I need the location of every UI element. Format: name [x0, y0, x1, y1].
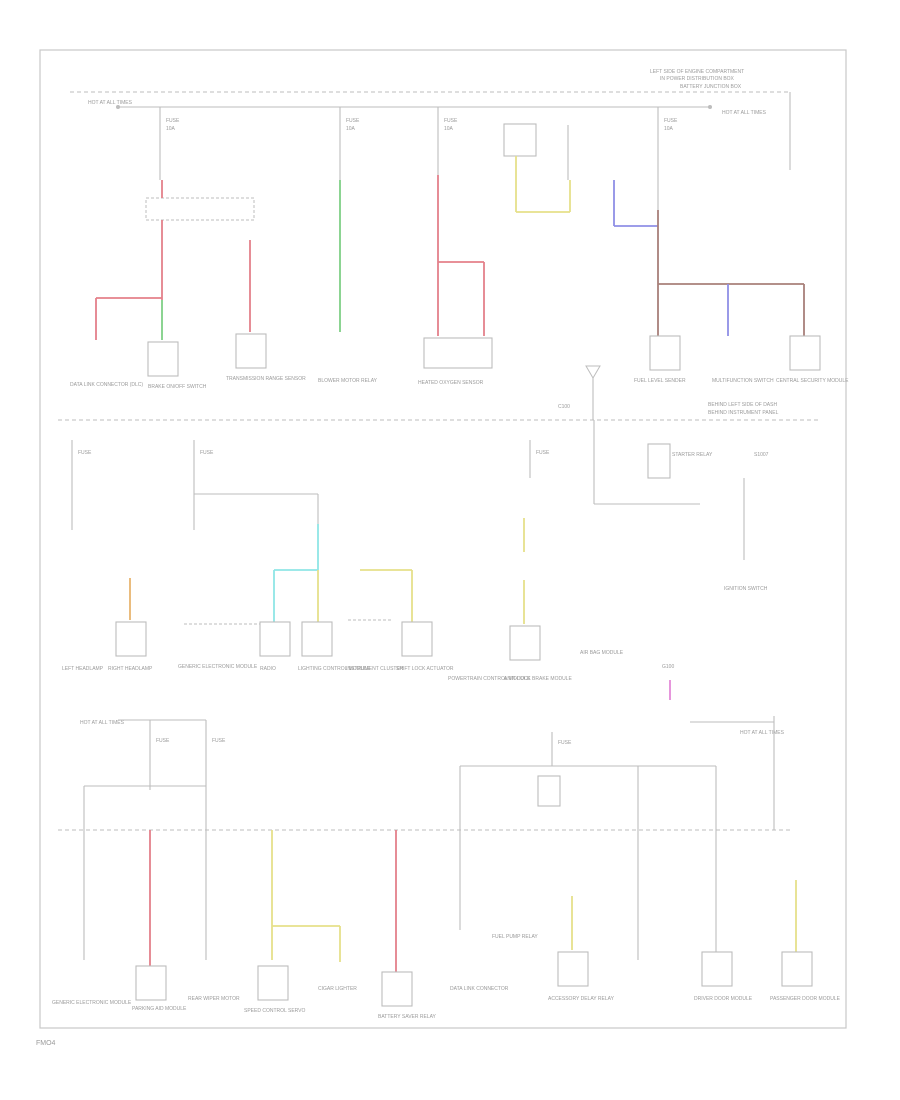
component-label: INSTRUMENT CLUSTER — [346, 666, 404, 672]
splice-box — [145, 197, 255, 221]
component-label: STARTER RELAY — [672, 452, 713, 458]
component-box — [257, 965, 289, 1001]
top-section: LEFT SIDE OF ENGINE COMPARTMENT IN POWER… — [70, 69, 849, 420]
header-line-2: IN POWER DISTRIBUTION BOX — [660, 76, 735, 82]
component-label: AIR BAG MODULE — [580, 650, 624, 656]
bus-node — [116, 105, 120, 109]
hot-label: HOT AT ALL TIMES — [740, 730, 785, 736]
ground-symbol — [585, 365, 601, 379]
component-label: LEFT HEADLAMP — [62, 666, 104, 672]
component-label: GENERIC ELECTRONIC MODULE — [178, 664, 258, 670]
component-label: RIGHT HEADLAMP — [108, 666, 153, 672]
component-box — [147, 341, 179, 377]
bus-node — [708, 105, 712, 109]
component-label: SHIFT LOCK ACTUATOR — [396, 666, 454, 672]
ground-label: G100 — [662, 664, 674, 670]
component-label: CIGAR LIGHTER — [318, 986, 357, 992]
fuse-label: FUSE — [212, 738, 226, 744]
component-box — [259, 621, 291, 657]
section-label: BEHIND INSTRUMENT PANEL — [708, 410, 779, 416]
component-label: PARKING AID MODULE — [132, 1006, 187, 1012]
component-box — [401, 621, 433, 657]
fuse-label: FUSE — [156, 738, 170, 744]
component-box — [509, 625, 541, 661]
fuse-amp: 10A — [664, 126, 674, 132]
relay-box — [503, 123, 537, 157]
component-label: DRIVER DOOR MODULE — [694, 996, 753, 1002]
component-label: BLOWER MOTOR RELAY — [318, 378, 378, 384]
component-box — [423, 337, 493, 369]
section-label: BEHIND LEFT SIDE OF DASH — [708, 402, 777, 408]
component-box — [115, 621, 147, 657]
component-label: SPEED CONTROL SERVO — [244, 1008, 306, 1014]
component-label: IGNITION SWITCH — [724, 586, 768, 592]
component-box — [301, 621, 333, 657]
component-label: TRANSMISSION RANGE SENSOR — [226, 376, 306, 382]
component-box — [781, 951, 813, 987]
component-box — [789, 335, 821, 371]
splice-label: S1007 — [754, 452, 769, 458]
component-label: RADIO — [260, 666, 276, 672]
hot-label: HOT AT ALL TIMES — [88, 100, 133, 106]
diagram-frame — [39, 49, 847, 1029]
component-label: BRAKE ON/OFF SWITCH — [148, 384, 207, 390]
hot-label: HOT AT ALL TIMES — [80, 720, 125, 726]
component-label: CENTRAL SECURITY MODULE — [776, 378, 849, 384]
fuse-amp: 10A — [346, 126, 356, 132]
component-label: DATA LINK CONNECTOR (DLC) — [70, 382, 143, 388]
component-label: MULTIFUNCTION SWITCH — [712, 378, 774, 384]
connector-label: C100 — [558, 404, 570, 410]
fuse-label: FUSE — [200, 450, 214, 456]
component-label: BATTERY SAVER RELAY — [378, 1014, 437, 1020]
page-number: FMO4 — [36, 1040, 56, 1047]
header-line-3: BATTERY JUNCTION BOX — [680, 84, 742, 90]
middle-section: FUSE FUSE FUSE LEFT HEADLAMP RIGHT HEADL — [62, 420, 769, 700]
component-label: POWERTRAIN CONTROL MODULE — [448, 676, 531, 682]
fuse-amp: 10A — [444, 126, 454, 132]
component-box — [649, 335, 681, 371]
fuse-label: FUSE — [558, 740, 572, 746]
fuse-label: FUSE — [664, 118, 678, 124]
header-line-1: LEFT SIDE OF ENGINE COMPARTMENT — [650, 69, 744, 75]
component-label: REAR WIPER MOTOR — [188, 996, 240, 1002]
component-label: HEATED OXYGEN SENSOR — [418, 380, 484, 386]
component-box — [701, 951, 733, 987]
component-label: DATA LINK CONNECTOR — [450, 986, 509, 992]
component-box — [135, 965, 167, 1001]
component-box — [235, 333, 267, 369]
component-box — [381, 971, 413, 1007]
component-label: ANTI-LOCK BRAKE MODULE — [504, 676, 572, 682]
component-label: FUEL PUMP RELAY — [492, 934, 538, 940]
component-label: GENERIC ELECTRONIC MODULE — [52, 1000, 132, 1006]
relay-box — [647, 443, 671, 479]
relay-box — [537, 775, 561, 807]
bottom-section: HOT AT ALL TIMES HOT AT ALL TIMES FUSE F… — [52, 716, 841, 1020]
fuse-label: FUSE — [78, 450, 92, 456]
component-label: PASSENGER DOOR MODULE — [770, 996, 841, 1002]
fuse-label: FUSE — [444, 118, 458, 124]
component-box — [557, 951, 589, 987]
fuse-label: FUSE — [166, 118, 180, 124]
component-label: ACCESSORY DELAY RELAY — [548, 996, 615, 1002]
fuse-label: FUSE — [346, 118, 360, 124]
component-label: LIGHTING CONTROL MODULE — [298, 666, 371, 672]
hot-label: HOT AT ALL TIMES — [722, 110, 767, 116]
fuse-label: FUSE — [536, 450, 550, 456]
fuse-amp: 10A — [166, 126, 176, 132]
component-label: FUEL LEVEL SENDER — [634, 378, 686, 384]
